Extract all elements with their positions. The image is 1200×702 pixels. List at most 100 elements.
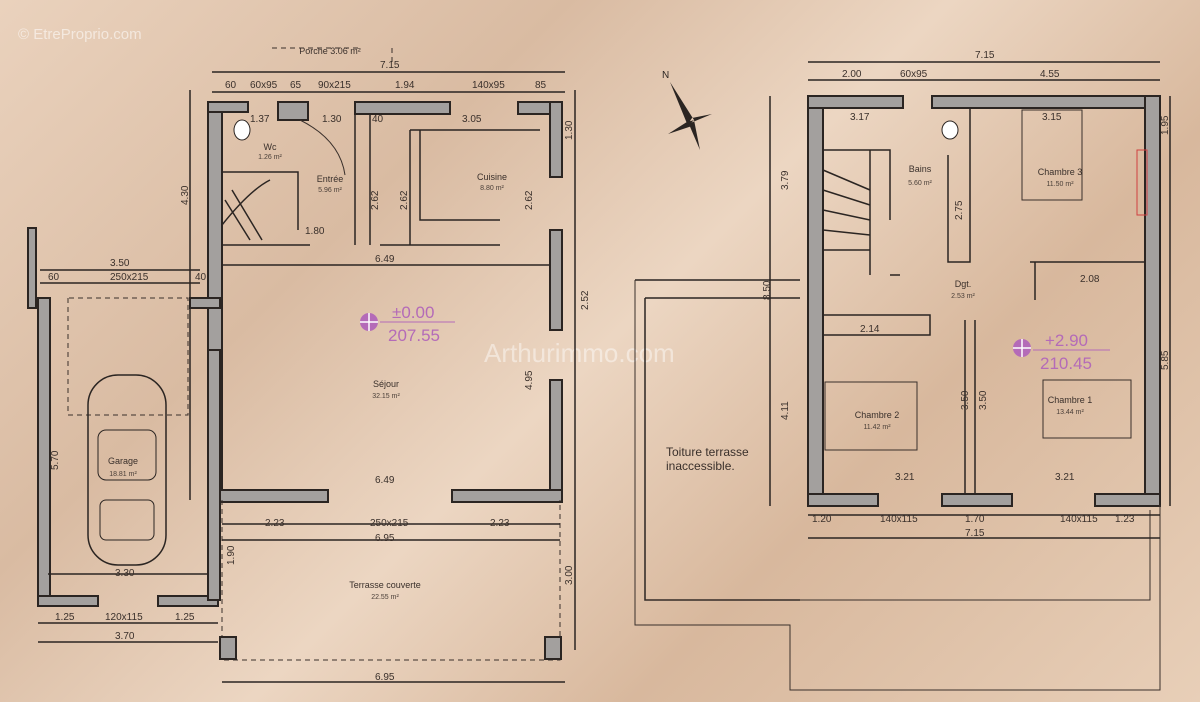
- room-name-dgt: Dgt.: [955, 279, 972, 289]
- svg-text:3.50: 3.50: [960, 390, 971, 410]
- pillar: [219, 636, 237, 660]
- svg-text:140x115: 140x115: [1060, 514, 1098, 525]
- wall: [549, 379, 563, 503]
- svg-text:7.15: 7.15: [975, 50, 995, 61]
- svg-text:Porche 3.06 m²: Porche 3.06 m²: [299, 46, 361, 56]
- room-area-chambre-3: 11.50 m²: [1046, 181, 1074, 188]
- watermark-arthurimmo: Arthurimmo.com: [484, 338, 675, 368]
- svg-text:4.30: 4.30: [180, 185, 191, 205]
- svg-text:2.23: 2.23: [490, 518, 510, 529]
- wall: [37, 297, 51, 607]
- pillar: [544, 636, 562, 660]
- room-area-garage: 18.81 m²: [109, 471, 137, 478]
- room-name-sejour: Séjour: [373, 379, 399, 389]
- svg-text:3.70: 3.70: [115, 631, 135, 642]
- level-marker-upper: +2.90 210.45: [1013, 331, 1110, 373]
- svg-text:3.15: 3.15: [1042, 112, 1062, 123]
- level-relative: +2.90: [1045, 331, 1088, 350]
- window: [1136, 149, 1148, 216]
- svg-text:3.50: 3.50: [110, 258, 130, 269]
- wall: [277, 101, 309, 121]
- ground-floor-plan: Porche 3.06 m² Wc 1.26 m² Entrée 5.96 m²…: [27, 46, 591, 683]
- wall: [1094, 493, 1161, 507]
- car-icon: [87, 374, 167, 566]
- room-name-bains: Bains: [909, 164, 932, 174]
- svg-text:1.30: 1.30: [322, 114, 342, 125]
- svg-text:1.23: 1.23: [1115, 514, 1135, 525]
- svg-text:2.14: 2.14: [860, 324, 880, 335]
- roof-label-line2: inaccessible.: [666, 459, 735, 473]
- wall: [451, 489, 563, 503]
- svg-text:1.25: 1.25: [175, 612, 195, 623]
- svg-text:1.37: 1.37: [250, 114, 270, 125]
- room-area-chambre-2: 11.42 m²: [863, 424, 891, 431]
- room-name-terrasse: Terrasse couverte: [349, 580, 421, 590]
- dimension-4-95: 4.95: [524, 370, 535, 390]
- wall: [207, 489, 329, 503]
- svg-text:3.21: 3.21: [895, 472, 915, 483]
- wall: [549, 101, 563, 178]
- svg-text:4.55: 4.55: [1040, 69, 1060, 80]
- wall: [207, 349, 221, 601]
- dimension-2-62-b: 2.62: [399, 190, 410, 210]
- wall: [807, 95, 904, 109]
- level-marker-ground: ±0.00 207.55: [360, 303, 455, 345]
- svg-text:85: 85: [535, 80, 547, 91]
- svg-text:250x215: 250x215: [110, 272, 149, 283]
- level-absolute: 207.55: [388, 326, 440, 345]
- svg-text:140x115: 140x115: [880, 514, 918, 525]
- svg-text:2.08: 2.08: [1080, 274, 1100, 285]
- room-area-entree: 5.96 m²: [318, 187, 342, 194]
- svg-text:140x95: 140x95: [472, 80, 505, 91]
- svg-text:5.70: 5.70: [50, 450, 61, 470]
- compass-north-label: N: [662, 70, 669, 81]
- svg-text:1.30: 1.30: [564, 120, 575, 140]
- dimension-1-95: 1.95: [1160, 115, 1171, 135]
- svg-text:5.85: 5.85: [1160, 350, 1171, 370]
- svg-text:1.80: 1.80: [305, 226, 325, 237]
- svg-text:90x215: 90x215: [318, 80, 351, 91]
- svg-text:40: 40: [195, 272, 207, 283]
- svg-text:250x215: 250x215: [370, 518, 409, 529]
- wall: [931, 95, 1161, 109]
- room-area-sejour: 32.15 m²: [372, 393, 400, 400]
- svg-text:6.95: 6.95: [375, 533, 395, 544]
- dimension-2-52: 2.52: [580, 290, 591, 310]
- dimension-2-62-c: 2.62: [524, 190, 535, 210]
- svg-text:6.49: 6.49: [375, 254, 395, 265]
- level-absolute: 210.45: [1040, 354, 1092, 373]
- room-name-chambre-2: Chambre 2: [855, 410, 900, 420]
- svg-text:2.23: 2.23: [265, 518, 285, 529]
- room-area-porche: 3.06 m²: [330, 46, 361, 56]
- ground-dimensions: 7.15 60 60x95 65 90x215 1.94 140x95 85 1…: [48, 60, 591, 683]
- svg-text:3.30: 3.30: [115, 568, 135, 579]
- svg-text:120x115: 120x115: [105, 612, 143, 623]
- svg-text:1.20: 1.20: [812, 514, 832, 525]
- svg-text:2.00: 2.00: [842, 69, 862, 80]
- wall: [941, 493, 1013, 507]
- room-name-entree: Entrée: [317, 174, 344, 184]
- dimension-2-62-a: 2.62: [370, 190, 381, 210]
- svg-text:60x95: 60x95: [900, 69, 928, 80]
- watermark-etreproprio: © EtreProprio.com: [18, 26, 142, 43]
- svg-text:3.17: 3.17: [850, 112, 870, 123]
- wall: [189, 297, 221, 309]
- upper-dimensions: 7.15 2.00 60x95 4.55 3.17 3.15 2.08 2.14…: [762, 50, 1171, 539]
- roof-label-line1: Toiture terrasse: [666, 445, 749, 459]
- svg-text:65: 65: [290, 80, 302, 91]
- dimension-2-75: 2.75: [954, 200, 965, 220]
- svg-text:1.70: 1.70: [965, 514, 985, 525]
- svg-text:1.25: 1.25: [55, 612, 75, 623]
- wall: [807, 95, 824, 507]
- svg-text:3.05: 3.05: [462, 114, 482, 125]
- svg-text:60: 60: [48, 272, 60, 283]
- room-area-cuisine: 8.80 m²: [480, 185, 504, 192]
- svg-text:40: 40: [372, 114, 384, 125]
- wall: [37, 595, 99, 607]
- room-area-bains: 5.60 m²: [908, 180, 932, 187]
- svg-text:3.79: 3.79: [780, 170, 791, 190]
- wall: [27, 227, 37, 309]
- wall: [354, 101, 451, 115]
- wall: [807, 493, 879, 507]
